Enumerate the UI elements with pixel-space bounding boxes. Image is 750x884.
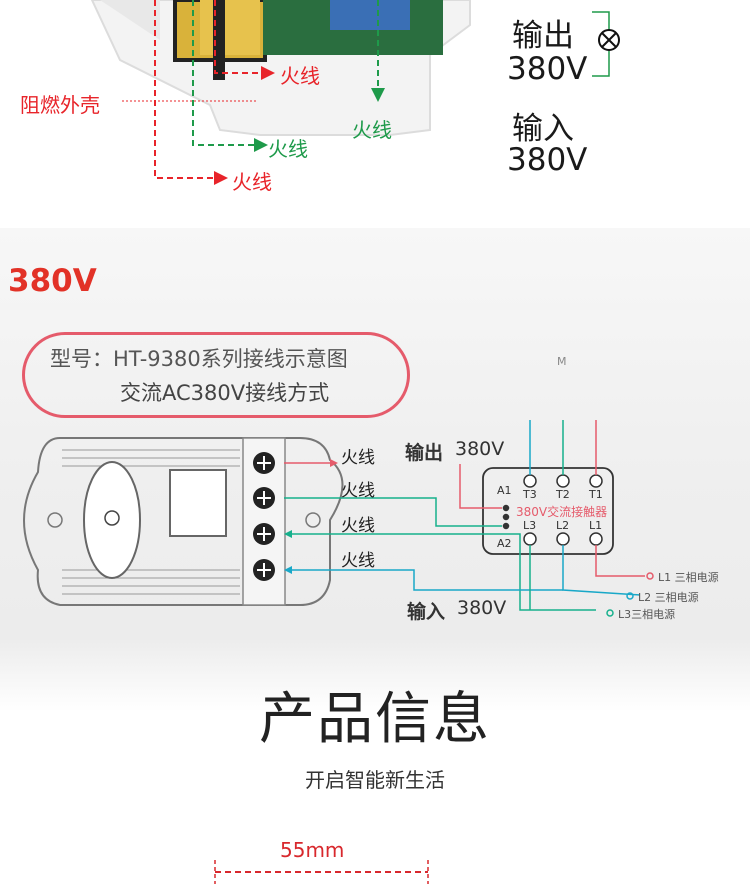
live-wire-label: 火线 xyxy=(268,137,308,161)
input-wire-l1 xyxy=(595,545,645,577)
wiring-output-voltage: 380V xyxy=(455,438,505,460)
model-line-1: 型号：HT-9380系列接线示意图 xyxy=(50,347,348,371)
terminal-l3: L3 xyxy=(523,519,537,532)
terminal-block-inner xyxy=(200,0,260,55)
model-info-box xyxy=(22,332,410,418)
green-arrow-inner xyxy=(254,138,268,152)
input-wire-l2 xyxy=(290,569,563,591)
power-source-l3: L3三相电源 xyxy=(618,608,676,621)
contactor-box xyxy=(482,467,614,555)
contactor-label: 380V交流接触器 xyxy=(516,505,608,519)
dimension-line xyxy=(214,860,429,884)
red-arrow-inner xyxy=(261,66,275,80)
live-wire-label: 火线 xyxy=(341,448,375,468)
housing-edge xyxy=(100,0,160,40)
live-wire-label: 火线 xyxy=(341,551,375,571)
terminal-l1: L1 xyxy=(589,519,603,532)
top-wiring-photo-section: 火线 火线 火线 火线 阻燃外壳 输出 380V 输入 380V xyxy=(0,0,750,225)
wire-t3-motor xyxy=(529,420,531,475)
green-wire-inner xyxy=(192,0,255,146)
terminal-t3: T3 xyxy=(523,488,537,501)
wiring-input-label: 输入 xyxy=(407,601,446,623)
power-button-panel xyxy=(83,461,141,579)
coil-a2: A2 xyxy=(497,537,512,550)
display-window xyxy=(169,469,227,537)
motor-label: M xyxy=(557,355,567,368)
wire-t1-motor xyxy=(595,420,597,475)
live-wire-label: 火线 xyxy=(341,516,375,536)
red-wire-inner xyxy=(214,0,262,74)
dimension-label: 55mm xyxy=(280,838,345,862)
power-icon xyxy=(104,510,120,526)
device-photo-diagram xyxy=(90,0,620,185)
power-source-l2: L2 三相电源 xyxy=(638,591,699,604)
input-voltage: 380V xyxy=(507,142,588,178)
power-source-l1: L1 三相电源 xyxy=(658,571,719,584)
green-arrow-down xyxy=(371,88,385,102)
live-wire-label: 火线 xyxy=(352,118,392,142)
contactor-terminals xyxy=(502,474,603,546)
product-info-subtitle: 开启智能新生活 xyxy=(305,768,445,792)
model-line-2: 交流AC380V接线方式 xyxy=(120,381,330,405)
live-wire-label: 火线 xyxy=(232,170,272,194)
mount-hole-right xyxy=(305,512,321,528)
live-wire-label: 火线 xyxy=(280,64,320,88)
product-info-section xyxy=(0,638,750,884)
output-label: 输出 xyxy=(512,18,574,54)
input-label: 输入 xyxy=(512,111,574,147)
output-wire-2 xyxy=(284,497,502,527)
red-arrow-outer xyxy=(214,171,228,185)
relay xyxy=(330,0,410,30)
terminal-l2: L2 xyxy=(556,519,570,532)
live-wire-label: 火线 xyxy=(341,481,375,501)
coil-a1: A1 xyxy=(497,484,512,497)
output-wire-a1 xyxy=(459,464,502,509)
terminal-screws xyxy=(253,452,275,581)
product-info-title: 产品信息 xyxy=(259,687,491,752)
terminal-t2: T2 xyxy=(556,488,570,501)
terminal-t1: T1 xyxy=(589,488,603,501)
housing-ribs xyxy=(62,449,240,595)
voltage-title: 380V xyxy=(8,263,97,299)
mount-hole-left xyxy=(47,512,63,528)
wiring-output-label: 输出 xyxy=(405,442,444,464)
wiring-input-voltage: 380V xyxy=(457,597,507,619)
shell-label: 阻燃外壳 xyxy=(20,93,100,117)
output-voltage: 380V xyxy=(507,51,588,87)
input-wire-l3 xyxy=(290,533,596,611)
wiring-schematic xyxy=(23,420,654,617)
